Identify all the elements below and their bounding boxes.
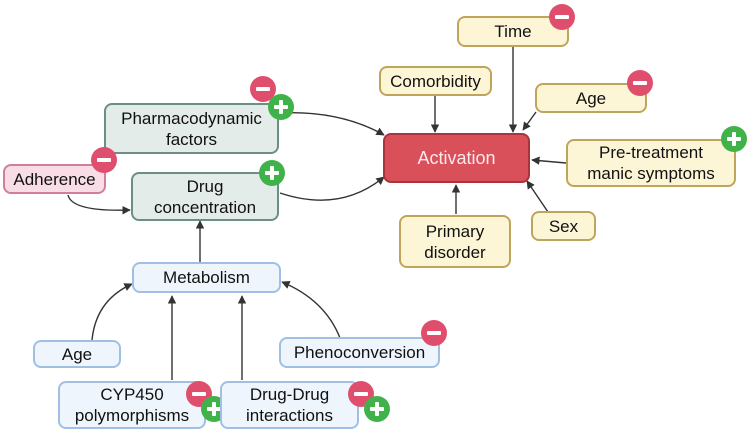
- arrow-adherence-drugconc: [67, 194, 131, 215]
- ddi-plus-icon: [364, 396, 390, 422]
- age-top-minus-icon: [627, 70, 653, 96]
- node-pharmacodynamic: Pharmacodynamic factors: [104, 103, 279, 154]
- node-comorbidity-label: Comorbidity: [390, 71, 481, 91]
- arrow-phenoconversion-metabolism: [281, 281, 341, 339]
- node-time-label: Time: [494, 22, 532, 41]
- node-drug-drug-interactions: Drug-Drug interactions: [220, 381, 359, 429]
- node-phenoconversion-label: Phenoconversion: [293, 343, 426, 362]
- node-metabolism: Metabolism: [132, 262, 281, 293]
- node-adherence-label: Adherence: [13, 169, 96, 189]
- node-age-top: Age: [535, 83, 647, 113]
- node-phenoconversion: Phenoconversion: [279, 337, 440, 368]
- node-activation: Activation: [383, 133, 530, 183]
- arrow-sex-activation: [526, 180, 549, 213]
- node-sex-label: Sex: [548, 216, 579, 236]
- phenoconversion-minus-icon: [421, 320, 447, 346]
- node-pretreatment: Pre-treatment manic symptoms: [566, 139, 736, 187]
- node-activation-label: Activation: [417, 147, 496, 168]
- node-comorbidity: Comorbidity: [379, 66, 492, 96]
- arrow-pretreatment-activation: [531, 156, 567, 165]
- pretreatment-plus-icon: [721, 126, 747, 152]
- node-metabolism-label: Metabolism: [163, 268, 250, 287]
- pharmacodynamic-plus-icon: [268, 94, 294, 120]
- node-age-bottom-label: Age: [61, 344, 93, 364]
- node-cyp450-label: CYP450 polymorphisms: [74, 385, 190, 425]
- arrow-age-activation: [522, 111, 537, 131]
- node-pharmacodynamic-label: Pharmacodynamic factors: [121, 108, 262, 149]
- adherence-minus-icon: [91, 147, 117, 173]
- node-cyp450: CYP450 polymorphisms: [58, 381, 206, 429]
- node-drug-concentration: Drug concentration: [131, 172, 279, 221]
- arrow-pharmacodynamic-activation: [277, 111, 385, 136]
- node-sex: Sex: [531, 211, 596, 241]
- arrow-age-metabolism: [91, 283, 133, 341]
- node-pretreatment-label: Pre-treatment manic symptoms: [587, 143, 715, 183]
- drug-concentration-plus-icon: [259, 160, 285, 186]
- node-drug-concentration-label: Drug concentration: [153, 176, 257, 217]
- node-adherence: Adherence: [3, 164, 106, 194]
- node-drug-drug-interactions-label: Drug-Drug interactions: [246, 385, 333, 425]
- node-primary-disorder-label: Primary disorder: [424, 221, 486, 262]
- node-age-top-label: Age: [575, 88, 607, 108]
- node-primary-disorder: Primary disorder: [399, 215, 511, 268]
- time-minus-icon: [549, 4, 575, 30]
- node-age-bottom: Age: [33, 340, 121, 368]
- arrow-drugconc-activation: [279, 176, 385, 201]
